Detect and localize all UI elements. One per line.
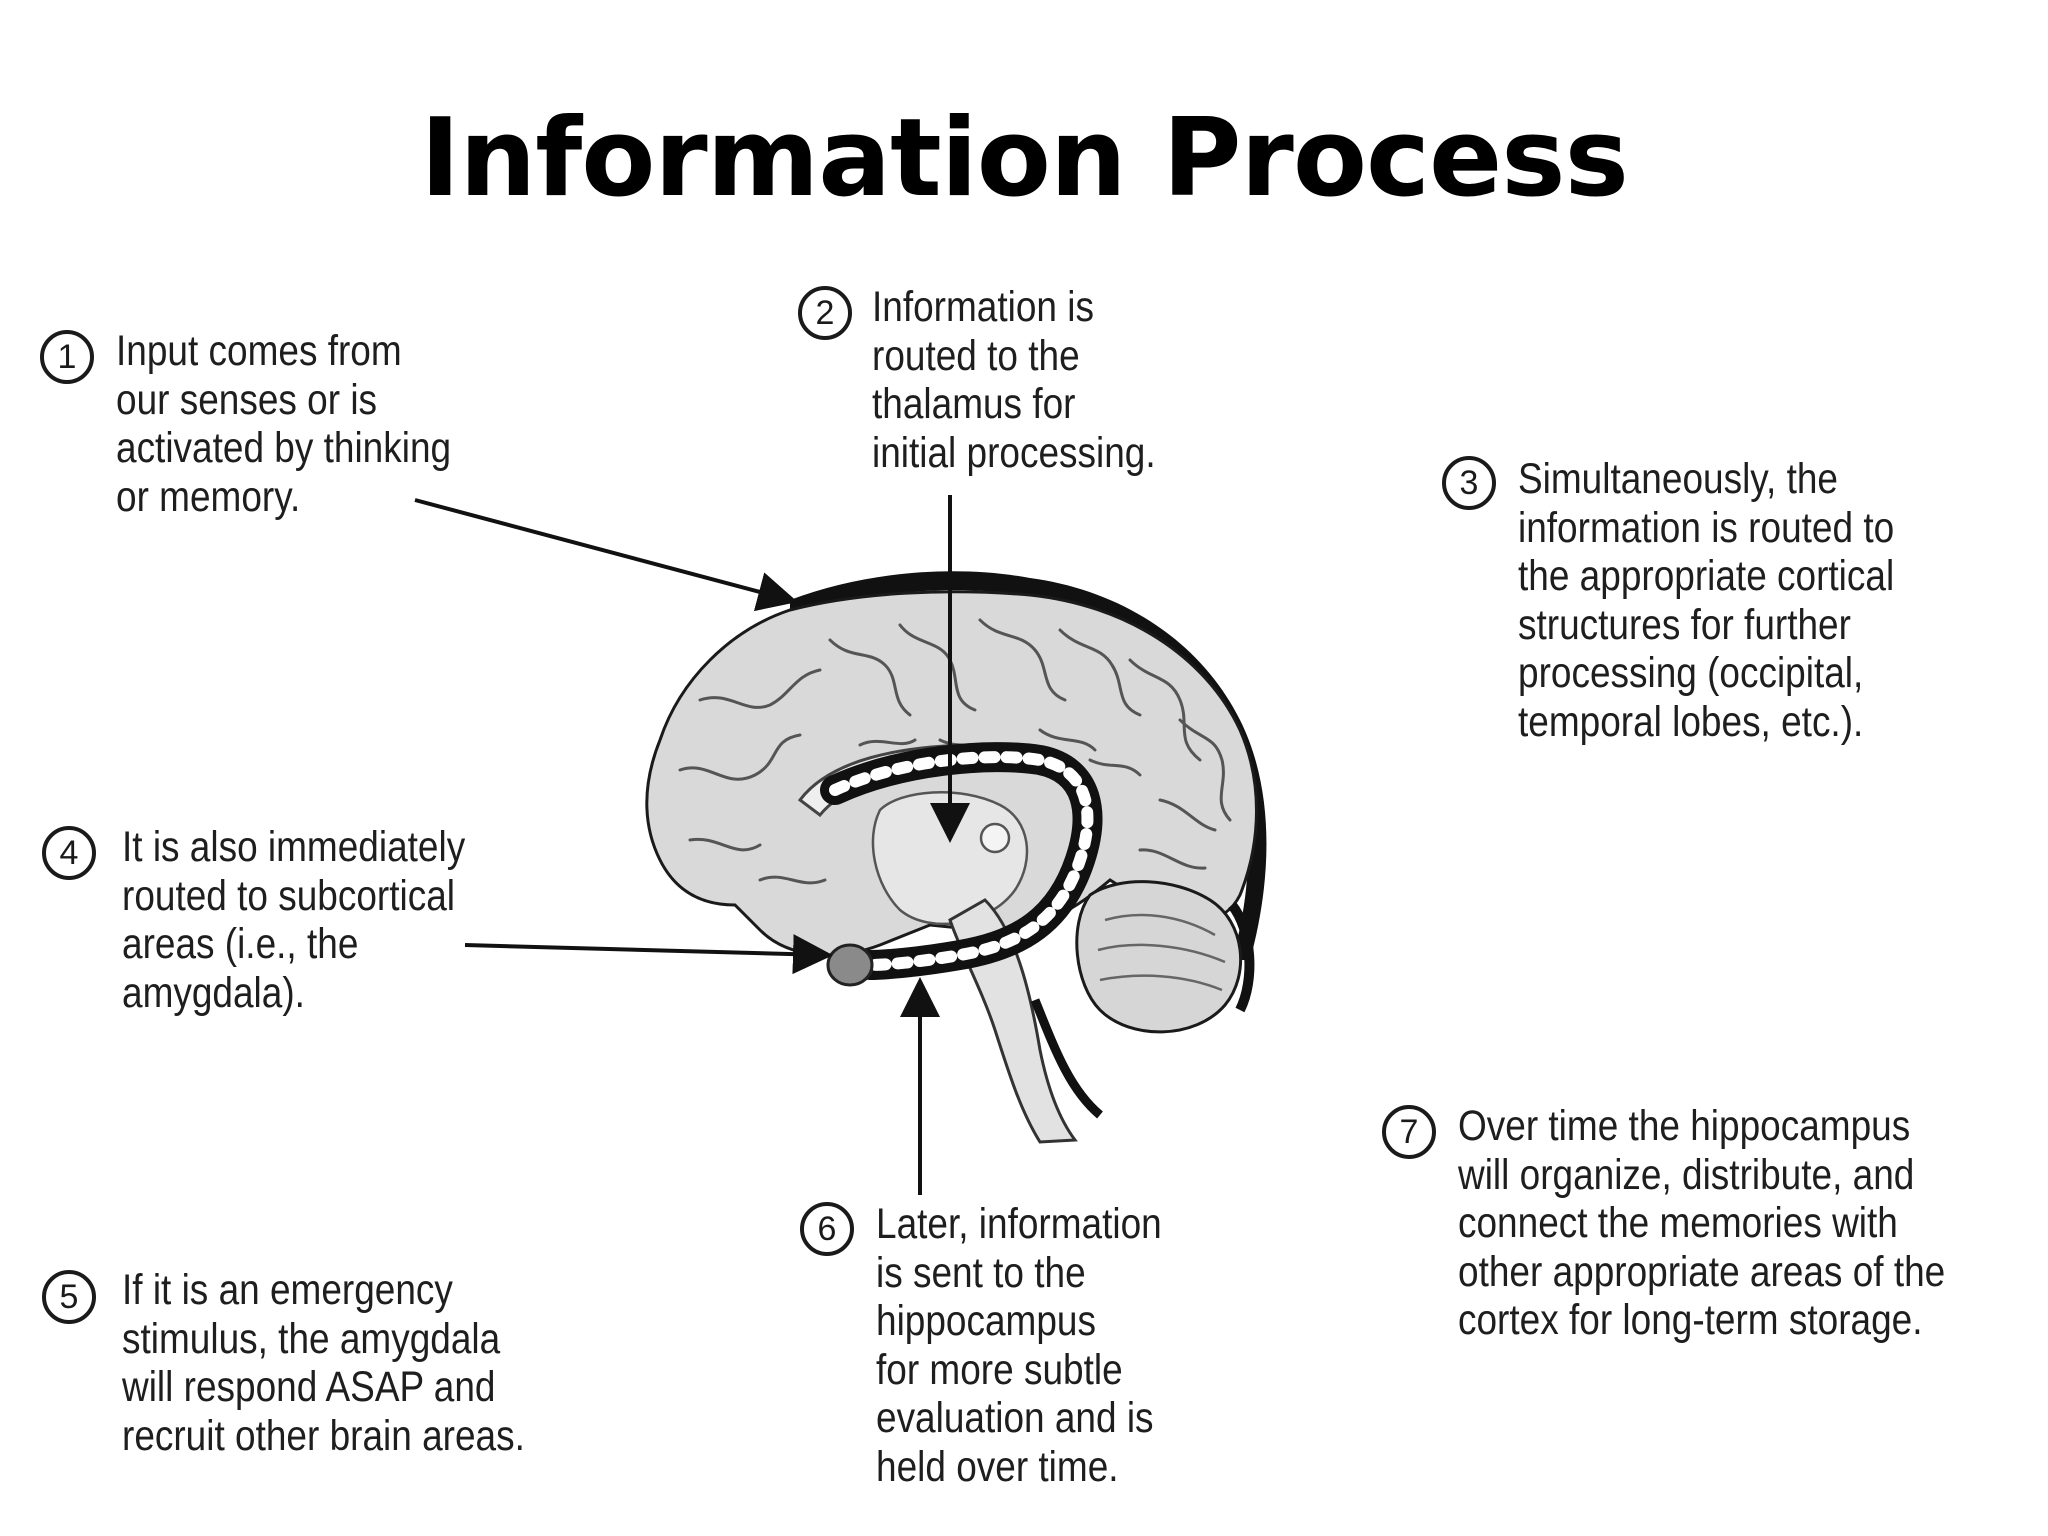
step-3-number: 3 [1442,456,1496,510]
cerebellum [1075,880,1243,1034]
step-2-number: 2 [798,286,852,340]
thalamus-node [979,822,1011,854]
step-5-number: 5 [42,1270,96,1324]
arrow-step-1 [414,498,798,612]
step-7-number: 7 [1382,1105,1436,1159]
step-2-text: Information is routed to the thalamus fo… [872,283,1156,477]
step-4-number: 4 [42,826,96,880]
step-1-text: Input comes from our senses or is activa… [116,327,452,521]
step-7-text: Over time the hippocampus will organize,… [1458,1102,1946,1344]
step-5-text: If it is an emergency stimulus, the amyg… [122,1266,525,1460]
arrow-step-4 [464,934,833,975]
page-title: Information Process [420,96,1629,221]
step-4-text: It is also immediately routed to subcort… [122,823,466,1017]
amygdala [826,943,874,987]
step-6-number: 6 [800,1202,854,1256]
step-1-number: 1 [40,330,94,384]
step-3-text: Simultaneously, the information is route… [1518,455,1895,746]
step-6-text: Later, information is sent to the hippoc… [876,1200,1162,1491]
